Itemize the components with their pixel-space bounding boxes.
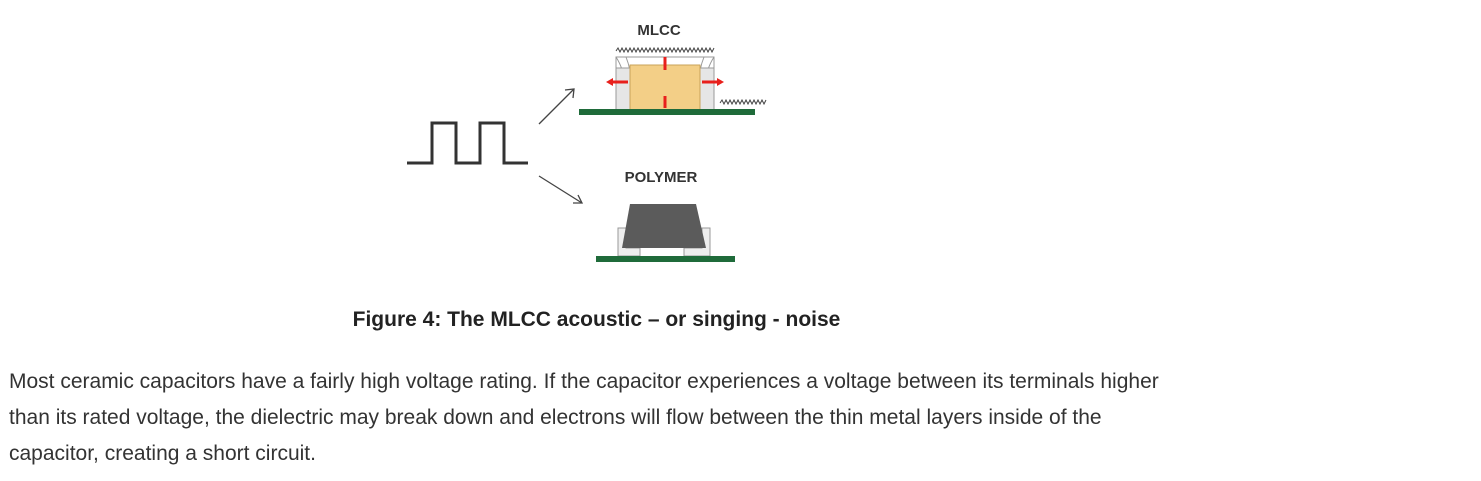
vibration-squiggle-right-icon xyxy=(719,98,767,106)
mlcc-vs-polymer-figure: MLCC POLYMER xyxy=(400,10,800,275)
mlcc-right-terminal xyxy=(699,67,715,111)
arrow-down-right-icon xyxy=(538,175,584,204)
force-arrows-icon xyxy=(606,57,724,108)
mlcc-circuit-board xyxy=(579,109,755,115)
arrow-up-right-icon xyxy=(538,88,575,125)
vibration-squiggle-icon xyxy=(615,46,715,54)
figure-diagram: MLCC POLYMER xyxy=(407,22,767,262)
mlcc-label: MLCC xyxy=(637,22,680,39)
figure-caption: Figure 4: The MLCC acoustic – or singing… xyxy=(352,308,841,331)
mlcc-left-terminal xyxy=(615,67,631,111)
polymer-label: POLYMER xyxy=(625,169,698,186)
polymer-body xyxy=(622,204,706,248)
polymer-circuit-board xyxy=(596,256,735,262)
square-wave-icon xyxy=(407,121,528,165)
body-paragraph: Most ceramic capacitors have a fairly hi… xyxy=(9,370,1159,465)
